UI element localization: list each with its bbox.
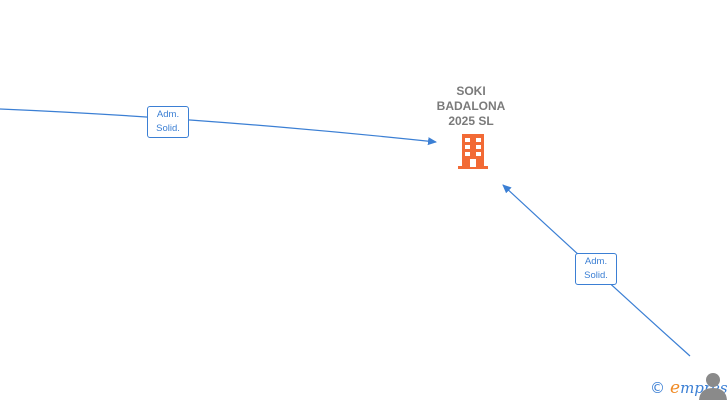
relation-label[interactable]: Adm. Solid. [575, 253, 617, 285]
copyright-icon: © [650, 379, 665, 397]
person-icon[interactable] [698, 372, 728, 400]
relation-label-role: Adm. [584, 256, 608, 267]
relation-label-type: Solid. [584, 270, 608, 281]
footer-brand: © empresia [650, 373, 728, 400]
relation-label[interactable]: Adm. Solid. [147, 106, 189, 138]
relation-edge-left[interactable] [0, 108, 437, 146]
company-name-line: BADALONA [436, 99, 506, 113]
building-icon[interactable] [456, 134, 490, 170]
relation-label-role: Adm. [156, 109, 180, 120]
brand-logo-letter: e [670, 378, 681, 398]
relation-label-type: Solid. [156, 123, 180, 134]
company-name-line: 2025 SL [448, 114, 494, 128]
company-name[interactable]: SOKI BADALONA 2025 SL [411, 84, 531, 129]
company-name-line: SOKI [456, 84, 486, 98]
